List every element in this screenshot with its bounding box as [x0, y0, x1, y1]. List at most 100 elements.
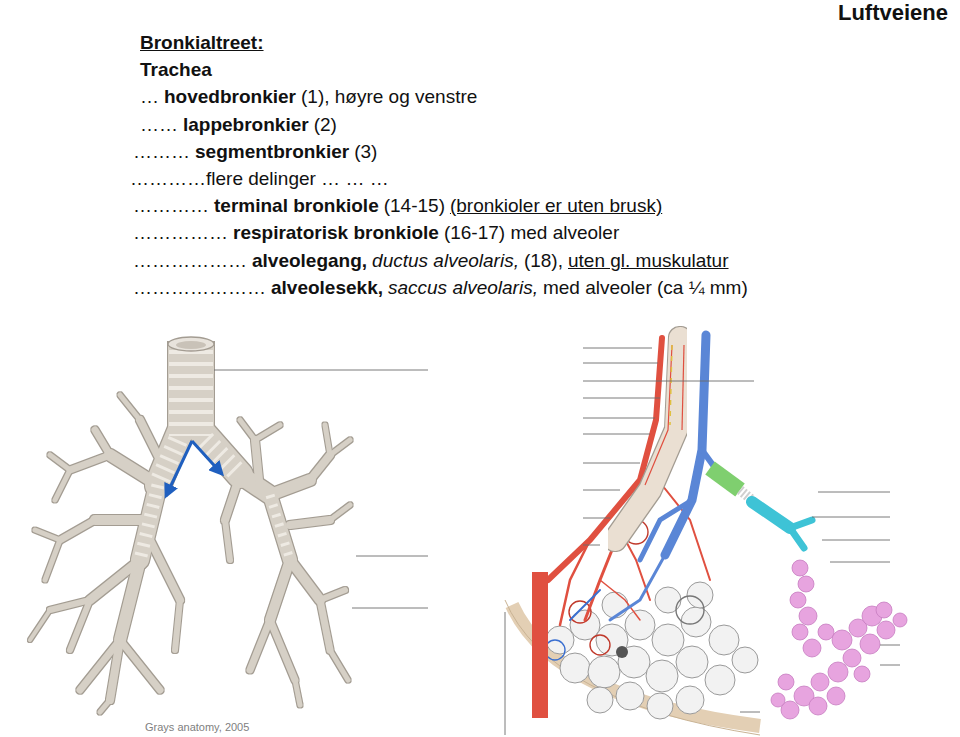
illustration-line — [880, 645, 900, 646]
illustration-line — [295, 680, 300, 705]
illustration-line — [320, 590, 345, 600]
illustration-path — [682, 345, 684, 430]
list-text: (2) — [314, 114, 337, 135]
illustration-line — [290, 520, 330, 525]
illustration-circle — [832, 630, 852, 650]
list-text: ……… — [133, 141, 190, 162]
list-line: Bronkialtreet: — [140, 32, 269, 54]
illustration-line — [325, 425, 330, 455]
list-term: Trachea — [140, 59, 212, 80]
list-text: …………… — [133, 222, 228, 243]
illustration-circle — [876, 602, 892, 618]
illustration-path — [645, 345, 672, 485]
illustration-circle — [803, 639, 821, 657]
illustration-line — [90, 560, 140, 600]
illustration-line — [270, 495, 290, 560]
structure-name: alveolesekk, — [271, 277, 383, 298]
structure-name: terminal bronkiole — [214, 195, 379, 216]
illustration-circle — [676, 646, 708, 678]
list-text: ………………… — [133, 277, 266, 298]
illustration-line — [225, 475, 240, 520]
illustration-path — [615, 338, 680, 540]
illustration-line — [202, 432, 240, 475]
illustration-circle — [616, 682, 644, 710]
illustration-circle — [778, 674, 794, 690]
illustration-g — [570, 335, 718, 620]
structure-name: hovedbronkier — [164, 86, 296, 107]
structure-name: lappebronkier — [183, 114, 309, 135]
illustration-line — [583, 490, 620, 491]
list-line: ………………alveolegang,ductus alveolaris,(18)… — [133, 250, 734, 272]
list-text: …… — [140, 114, 178, 135]
illustration-circle — [792, 560, 808, 576]
illustration-path — [665, 335, 706, 555]
illustration-line — [95, 430, 110, 455]
list-line: Trachea — [140, 59, 217, 81]
illustration-g — [214, 370, 428, 608]
illustration-path — [512, 605, 760, 726]
illustration-line — [290, 560, 320, 600]
illustration-line — [120, 395, 140, 420]
illustration-line — [166, 441, 192, 496]
illustration-line — [505, 612, 506, 735]
illustration-line — [310, 455, 330, 480]
illustration-line — [255, 440, 260, 490]
illustration-line — [822, 540, 890, 541]
illustration-line — [812, 517, 890, 518]
list-line: ………segmentbronkier(3) — [133, 141, 382, 163]
list-line: ……………respiratorisk bronkiole(16-17) med … — [133, 222, 624, 244]
list-text: … — [140, 86, 159, 107]
illustration-line — [583, 518, 610, 519]
illustration-circle — [732, 647, 758, 673]
illustration-circle — [546, 626, 574, 654]
illustration-circle — [560, 653, 590, 683]
illustration-g — [30, 342, 350, 712]
illustration-line — [532, 572, 548, 718]
illustration-circle — [647, 693, 673, 719]
list-line: …………………alveolesekk,saccus alveolaris,med… — [133, 277, 753, 299]
illustration-path — [570, 590, 600, 620]
illustration-line — [330, 440, 350, 455]
illustration-g — [752, 502, 812, 548]
illustration-line — [95, 515, 150, 525]
illustration-circle — [590, 635, 610, 655]
illustration-line — [583, 418, 655, 419]
illustration-g — [615, 338, 680, 540]
illustration-circle — [827, 687, 845, 705]
illustration-circle — [646, 660, 678, 692]
illustration-g — [140, 350, 290, 560]
illustration-circle — [588, 656, 620, 688]
illustration-circle — [798, 576, 814, 592]
illustration-line — [192, 441, 222, 474]
illustration-path — [640, 500, 692, 560]
list-text: (3) — [354, 141, 377, 162]
illustration-ellipse — [176, 341, 206, 349]
list-text: uten gl. muskulatur — [568, 250, 729, 271]
illustration-line — [583, 348, 652, 349]
illustration-circle — [771, 693, 785, 707]
illustration-circle — [799, 607, 817, 625]
illustration-line — [583, 363, 658, 364]
illustration-circle — [676, 596, 704, 624]
illustration-line — [205, 440, 240, 475]
illustration-line — [583, 381, 754, 382]
illustration-line — [352, 608, 428, 609]
list-text: (bronkioler er uten brusk) — [450, 195, 662, 216]
illustration-circle — [828, 662, 848, 682]
illustration-circle — [616, 646, 628, 658]
illustration-circle — [854, 666, 870, 682]
list-heading: Bronkialtreet: — [140, 32, 264, 53]
illustration-circle — [705, 665, 735, 695]
list-text: (14-15) — [384, 195, 445, 216]
illustration-line — [45, 540, 60, 580]
illustration-line — [583, 434, 650, 435]
list-line: …hovedbronkier(1), høyre og venstre — [140, 86, 482, 108]
illustration-g — [771, 560, 907, 719]
illustration-path — [610, 555, 665, 620]
illustration-circle — [893, 613, 907, 627]
illustration-line — [140, 420, 165, 470]
list-text: …………flere delinger … … … — [130, 168, 389, 189]
illustration-line — [255, 425, 280, 440]
illustration-circle — [676, 686, 704, 714]
illustration-line — [583, 463, 640, 464]
